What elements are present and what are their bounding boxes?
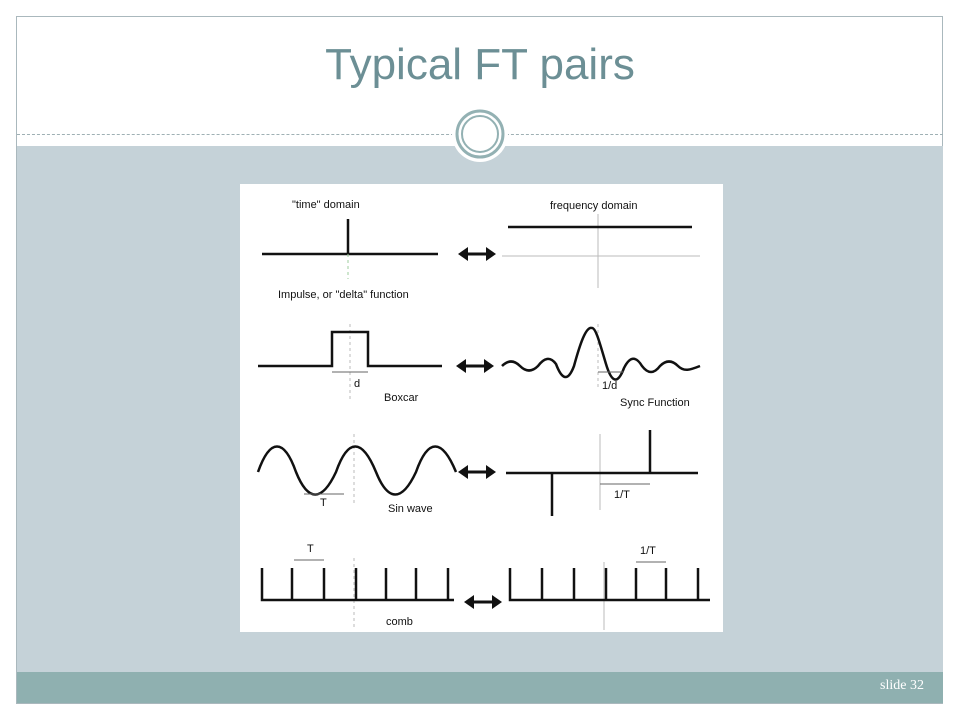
sine-wave [256, 445, 458, 496]
comb-freq-period-label: 1/T [640, 545, 656, 557]
double-arrow-right-head [486, 247, 496, 261]
time-domain-header: "time" domain [292, 199, 360, 211]
double-arrow-icon [458, 465, 496, 479]
comb-freq-baseline [508, 568, 710, 602]
double-arrow-icon [458, 247, 496, 261]
sinc-label: Sync Function [620, 397, 690, 409]
double-arrow-left-head [456, 359, 466, 373]
sine-label: Sin wave [388, 503, 433, 515]
impulse-time-label: Impulse, or "delta" function [278, 289, 409, 301]
comb-time-teeth [260, 568, 454, 602]
double-arrow-left-head [458, 247, 468, 261]
comb-label: comb [386, 616, 413, 628]
sinc-curve [501, 326, 701, 381]
double-arrow-icon [456, 359, 494, 373]
double-arrow-left-head [458, 465, 468, 479]
footer-bar [17, 672, 943, 703]
slide-number: slide 32 [880, 678, 924, 693]
comb-freq-teeth [508, 568, 710, 602]
frequency-domain-header: frequency domain [550, 200, 637, 212]
double-arrow-left-head [464, 595, 474, 609]
double-arrow-right-head [484, 359, 494, 373]
boxcar-label: Boxcar [384, 392, 419, 404]
boxcar-width-label: d [354, 378, 360, 390]
slide-title: Typical FT pairs [325, 40, 635, 89]
delta-pair-marker-label: 1/T [614, 489, 630, 501]
sinc-width-label: 1/d [602, 380, 617, 392]
ft-pairs-diagram: "time" domain frequency domain Impulse, … [240, 184, 723, 632]
circle-ornament-icon [452, 106, 508, 162]
boxcar-shape [258, 330, 442, 368]
double-arrow-right-head [486, 465, 496, 479]
sine-period-label: T [320, 497, 327, 509]
comb-time-period-label: T [307, 543, 314, 555]
comb-time-baseline [260, 568, 454, 602]
double-arrow-icon [464, 595, 502, 609]
double-arrow-right-head [492, 595, 502, 609]
